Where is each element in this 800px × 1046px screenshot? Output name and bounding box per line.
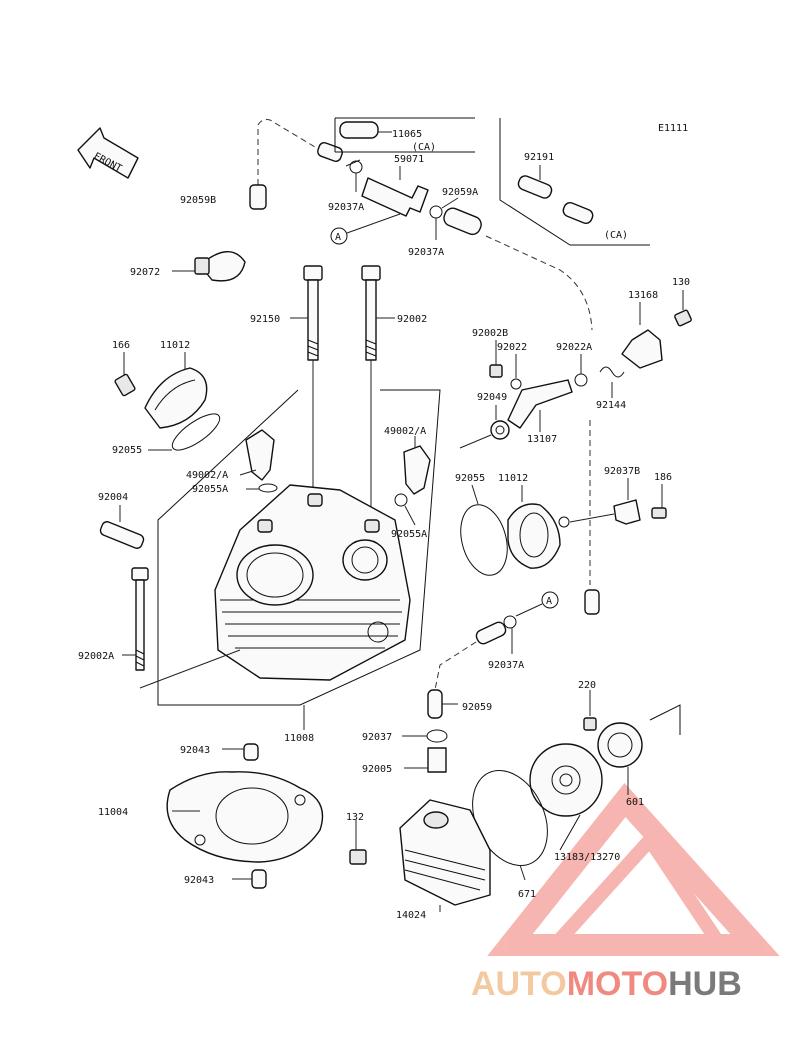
part-label-11012_2: 11012	[498, 473, 528, 484]
front-arrow: FRONT	[77, 127, 139, 179]
part-label-92059b: 92059B	[180, 195, 216, 206]
callout-a-2: A	[546, 596, 552, 607]
part-label-92055a_2: 92055A	[391, 529, 427, 540]
part-label-13107: 13107	[527, 434, 557, 445]
part-label-92055_2: 92055	[455, 473, 485, 484]
part-label-92043_1: 92043	[180, 745, 210, 756]
part-label-92002: 92002	[397, 314, 427, 325]
part-label-92037b: 92037B	[604, 466, 640, 477]
cylinder-head	[157, 389, 441, 706]
part-label-92022: 92022	[497, 342, 527, 353]
part-label-92002a: 92002A	[78, 651, 114, 662]
watermark-text-hub: HUB	[668, 965, 742, 1003]
part-label-130: 130	[672, 277, 690, 288]
part-label-11012_1: 11012	[160, 340, 190, 351]
part-label-92055_1: 92055	[112, 445, 142, 456]
part-label-92022a: 92022A	[556, 342, 592, 353]
part-label-49002a_2: 49002/A	[186, 470, 228, 481]
part-label-14024: 14024	[396, 910, 426, 921]
part-label-92043_2: 92043	[184, 875, 214, 886]
part-label-92072: 92072	[130, 267, 160, 278]
part-label-92059a: 92059A	[442, 187, 478, 198]
part-label-92059: 92059	[462, 702, 492, 713]
part-label-166: 166	[112, 340, 130, 351]
part-label-13168: 13168	[628, 290, 658, 301]
part-label-601: 601	[626, 797, 644, 808]
part-label-92005: 92005	[362, 764, 392, 775]
watermark-logo	[487, 782, 780, 956]
part-label-ca1: (CA)	[412, 142, 436, 153]
part-label-92049: 92049	[477, 392, 507, 403]
part-label-92037a_2: 92037A	[408, 247, 444, 258]
part-label-13183: 13183/13270	[554, 852, 620, 863]
diagram-code: E1111	[658, 123, 688, 134]
part-label-186: 186	[654, 472, 672, 483]
part-label-92037: 92037	[362, 732, 392, 743]
part-label-92037a_1: 92037A	[328, 202, 364, 213]
part-label-11065: 11065	[392, 129, 422, 140]
part-label-220: 220	[578, 680, 596, 691]
part-label-92002b: 92002B	[472, 328, 508, 339]
part-label-92004: 92004	[98, 492, 128, 503]
part-label-92191: 92191	[524, 152, 554, 163]
watermark-text-auto: AUTO	[471, 965, 567, 1003]
part-label-92055a_1: 92055A	[192, 484, 228, 495]
part-label-92037a_3: 92037A	[488, 660, 524, 671]
callout-a-1: A	[335, 232, 341, 243]
part-label-671: 671	[518, 889, 536, 900]
watermark-text-moto: MOTO	[567, 965, 668, 1003]
part-label-11004: 11004	[98, 807, 128, 818]
part-label-11008: 11008	[284, 733, 314, 744]
part-label-49002a_1: 49002/A	[384, 426, 426, 437]
part-label-132: 132	[346, 812, 364, 823]
part-label-59071: 59071	[394, 154, 424, 165]
part-label-92144: 92144	[596, 400, 626, 411]
svg-text:AUTOMOTOHUB: AUTOMOTOHUB	[471, 965, 742, 1003]
part-label-92150: 92150	[250, 314, 280, 325]
part-label-ca2: (CA)	[604, 230, 628, 241]
